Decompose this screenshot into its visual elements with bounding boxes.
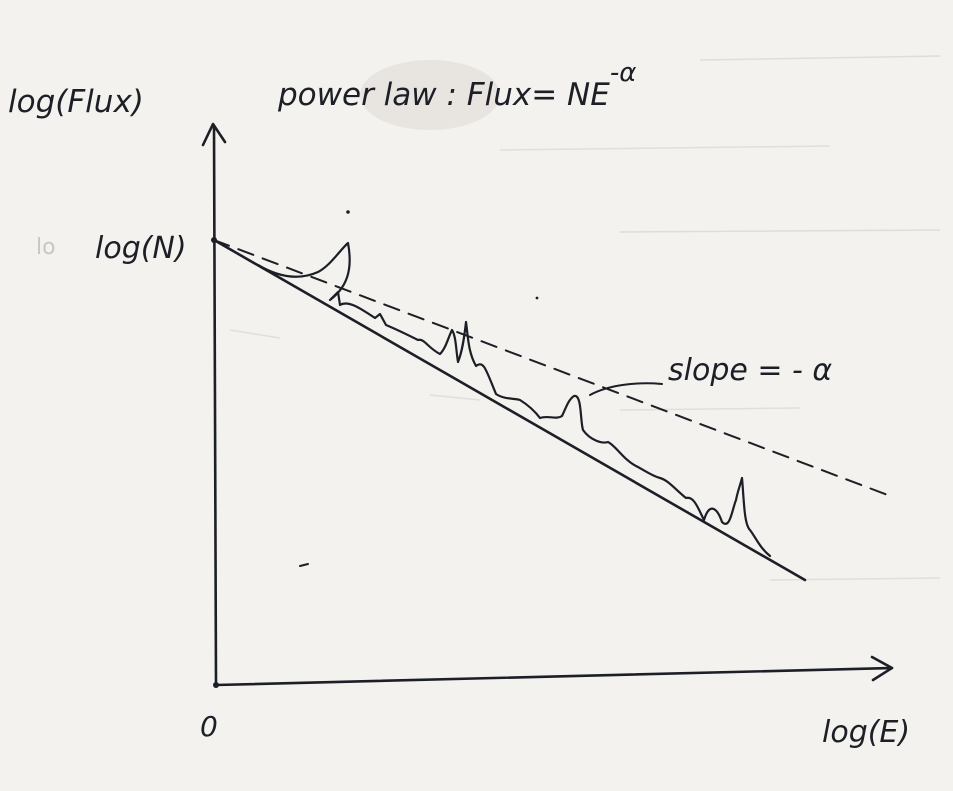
y-axis-label: log(Flux) [8, 84, 144, 120]
x-axis-label: log(E) [822, 715, 910, 750]
stray-tick [299, 563, 309, 567]
y-axis [212, 125, 218, 687]
slope-label: slope = - α [668, 353, 832, 388]
intercept-label: log(N) [95, 231, 187, 266]
slope-pointer [589, 382, 663, 396]
bleed-through-marks [229, 55, 941, 581]
origin-label: 0 [200, 710, 218, 743]
stray-dot-small [535, 296, 539, 300]
stray-dot [346, 210, 350, 214]
x-axis-arrowhead [870, 655, 894, 682]
dashed-reference-line [213, 239, 894, 498]
title-exponent: -α [610, 58, 637, 88]
erased-label: lo [36, 235, 56, 260]
origin-dot [213, 682, 219, 688]
y-axis-arrowhead [201, 122, 227, 147]
paper-shadow [360, 60, 500, 130]
x-axis [214, 666, 894, 687]
title-text: power law : Flux= NE [277, 77, 610, 113]
spectrum-curve [256, 241, 772, 558]
power-law-line [212, 238, 807, 582]
diagram-title: power law : Flux= NE-α [277, 58, 636, 113]
